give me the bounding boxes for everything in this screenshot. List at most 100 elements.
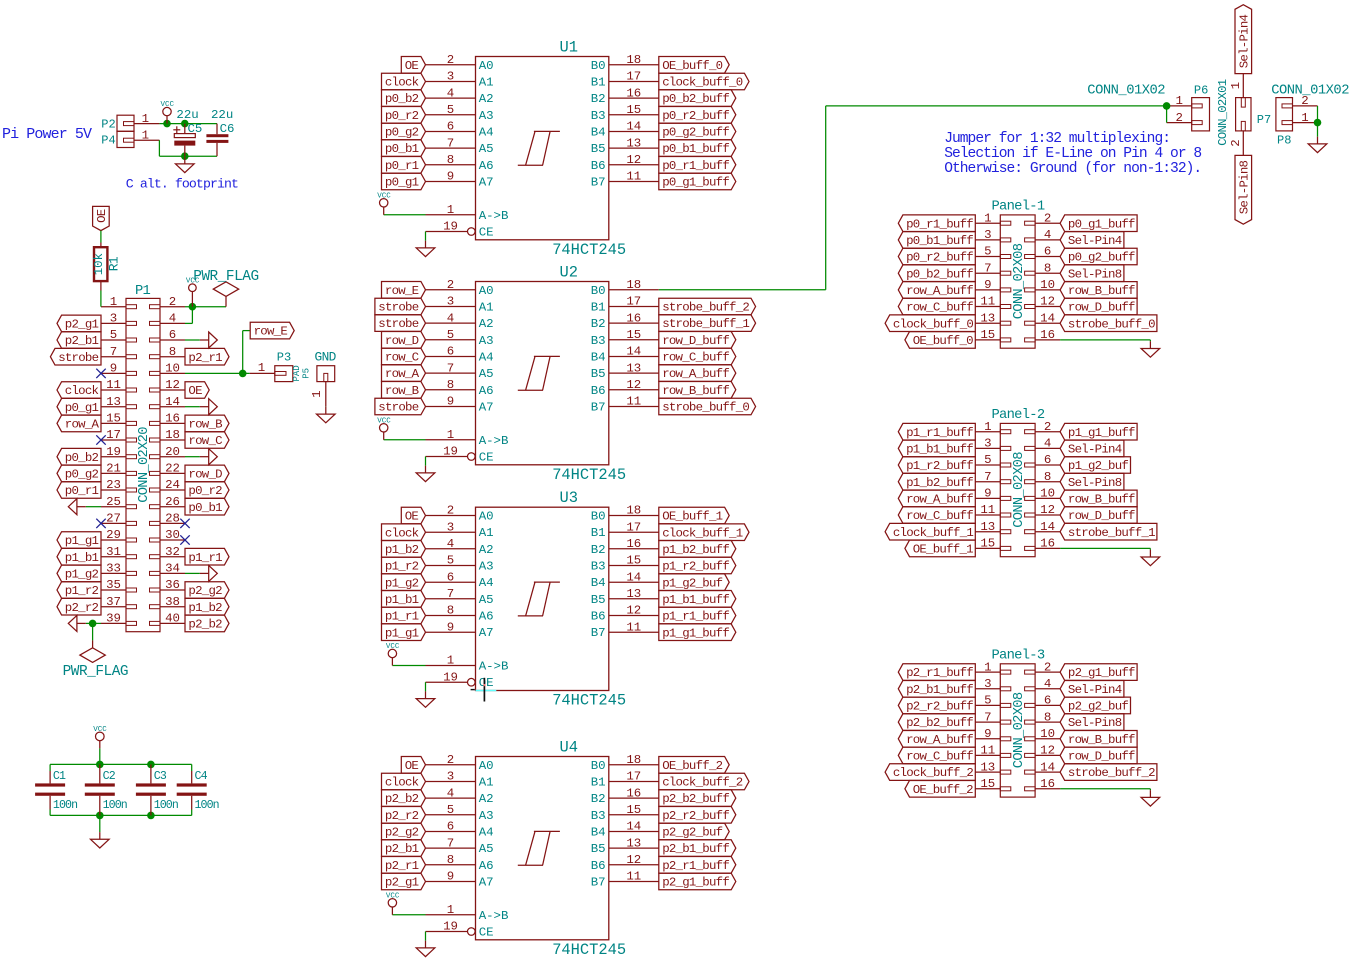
svg-text:29: 29 — [106, 528, 121, 542]
svg-text:strobe_buff_1: strobe_buff_1 — [1068, 526, 1155, 540]
svg-text:clock: clock — [385, 776, 419, 790]
svg-text:15: 15 — [106, 412, 121, 426]
svg-text:A6: A6 — [479, 384, 494, 398]
svg-text:4: 4 — [447, 311, 454, 325]
svg-text:17: 17 — [626, 770, 641, 784]
svg-text:11: 11 — [626, 170, 641, 184]
svg-text:6: 6 — [1044, 245, 1051, 259]
svg-text:row_E: row_E — [385, 284, 419, 298]
svg-text:A5: A5 — [479, 593, 494, 607]
svg-text:13: 13 — [626, 361, 641, 375]
svg-text:row_D: row_D — [385, 334, 419, 348]
svg-text:VCC: VCC — [377, 192, 391, 200]
svg-text:p1_b2: p1_b2 — [385, 543, 419, 557]
svg-text:p1_g2: p1_g2 — [385, 576, 419, 590]
svg-text:13: 13 — [626, 587, 641, 601]
svg-text:A4: A4 — [479, 826, 494, 840]
svg-text:30: 30 — [165, 528, 180, 542]
svg-text:p0_g2: p0_g2 — [385, 126, 419, 140]
svg-text:100n: 100n — [195, 799, 219, 812]
svg-text:VCC: VCC — [386, 643, 400, 651]
svg-text:B5: B5 — [591, 842, 606, 856]
svg-text:B4: B4 — [591, 576, 606, 590]
svg-text:p2_g2_buf: p2_g2_buf — [662, 826, 722, 840]
svg-text:18: 18 — [626, 278, 641, 292]
svg-text:CE: CE — [479, 451, 494, 465]
svg-text:VCC: VCC — [93, 726, 107, 734]
svg-text:B7: B7 — [591, 401, 606, 415]
svg-text:5: 5 — [447, 103, 454, 117]
svg-text:A5: A5 — [479, 142, 494, 156]
svg-text:row_C_buff: row_C_buff — [906, 750, 973, 764]
svg-text:5: 5 — [447, 803, 454, 817]
svg-text:15: 15 — [980, 328, 995, 342]
svg-text:A0: A0 — [479, 59, 494, 73]
svg-text:12: 12 — [626, 153, 641, 167]
svg-text:1: 1 — [142, 128, 149, 142]
svg-text:row_A: row_A — [65, 418, 100, 432]
svg-text:p1_g1: p1_g1 — [385, 626, 419, 640]
svg-text:p0_r1: p0_r1 — [385, 159, 419, 173]
svg-text:A6: A6 — [479, 159, 494, 173]
svg-text:strobe_buff_0: strobe_buff_0 — [662, 401, 749, 415]
svg-text:B7: B7 — [591, 176, 606, 190]
svg-text:11: 11 — [980, 744, 995, 758]
svg-text:B4: B4 — [591, 351, 606, 365]
svg-text:5: 5 — [110, 328, 117, 342]
svg-text:clock_buff_1: clock_buff_1 — [662, 526, 743, 540]
svg-text:17: 17 — [626, 295, 641, 309]
svg-text:p0_g2: p0_g2 — [65, 468, 99, 482]
svg-text:B2: B2 — [591, 543, 606, 557]
svg-text:A->B: A->B — [479, 434, 509, 448]
svg-text:p0_g2_buff: p0_g2_buff — [1068, 251, 1135, 265]
svg-text:p1_b1: p1_b1 — [65, 551, 99, 565]
svg-text:A3: A3 — [479, 334, 494, 348]
svg-text:3: 3 — [447, 520, 454, 534]
svg-text:A0: A0 — [479, 510, 494, 524]
svg-text:1: 1 — [1175, 94, 1182, 108]
svg-text:22: 22 — [165, 462, 180, 476]
svg-text:31: 31 — [106, 545, 121, 559]
svg-text:16: 16 — [626, 786, 641, 800]
svg-text:p2_r2_buff: p2_r2_buff — [906, 700, 973, 714]
svg-text:9: 9 — [447, 620, 454, 634]
svg-text:7: 7 — [984, 261, 991, 275]
svg-text:1: 1 — [1301, 111, 1308, 125]
svg-text:p0_b2: p0_b2 — [65, 451, 99, 465]
svg-text:16: 16 — [1040, 328, 1055, 342]
svg-text:p0_g1: p0_g1 — [385, 176, 419, 190]
svg-text:A->B: A->B — [479, 209, 509, 223]
svg-text:p1_g1_buff: p1_g1_buff — [1068, 426, 1135, 440]
svg-text:P8: P8 — [1277, 133, 1291, 147]
svg-text:25: 25 — [106, 495, 121, 509]
svg-text:VCC: VCC — [386, 892, 400, 900]
svg-text:row_B: row_B — [385, 384, 419, 398]
svg-text:p1_b2_buff: p1_b2_buff — [662, 543, 729, 557]
svg-text:OE_buff_1: OE_buff_1 — [662, 510, 722, 524]
svg-text:p0_b1_buff: p0_b1_buff — [906, 234, 973, 248]
svg-text:p2_b1_buff: p2_b1_buff — [662, 842, 729, 856]
svg-text:A5: A5 — [479, 842, 494, 856]
svg-text:CONN_02X08: CONN_02X08 — [1012, 243, 1027, 319]
svg-text:A7: A7 — [479, 401, 494, 415]
svg-text:6: 6 — [1044, 694, 1051, 708]
svg-text:1: 1 — [447, 654, 454, 668]
svg-text:6: 6 — [1044, 453, 1051, 467]
svg-text:4: 4 — [1044, 437, 1051, 451]
svg-text:p0_r1_buff: p0_r1_buff — [662, 159, 729, 173]
svg-text:5: 5 — [984, 245, 991, 259]
svg-text:2: 2 — [1229, 139, 1243, 146]
svg-text:10: 10 — [1040, 727, 1055, 741]
svg-text:row_B_buff: row_B_buff — [662, 384, 729, 398]
svg-text:6: 6 — [447, 820, 454, 834]
svg-text:A0: A0 — [479, 759, 494, 773]
svg-text:row_A_buff: row_A_buff — [906, 733, 973, 747]
svg-text:clock_buff_2: clock_buff_2 — [893, 766, 974, 780]
svg-text:clock: clock — [385, 76, 419, 90]
svg-text:B7: B7 — [591, 626, 606, 640]
svg-text:11: 11 — [626, 395, 641, 409]
svg-text:40: 40 — [165, 612, 180, 626]
svg-text:p1_r1: p1_r1 — [188, 551, 222, 565]
svg-text:p1_g2_buf: p1_g2_buf — [662, 576, 722, 590]
svg-text:11: 11 — [980, 295, 995, 309]
